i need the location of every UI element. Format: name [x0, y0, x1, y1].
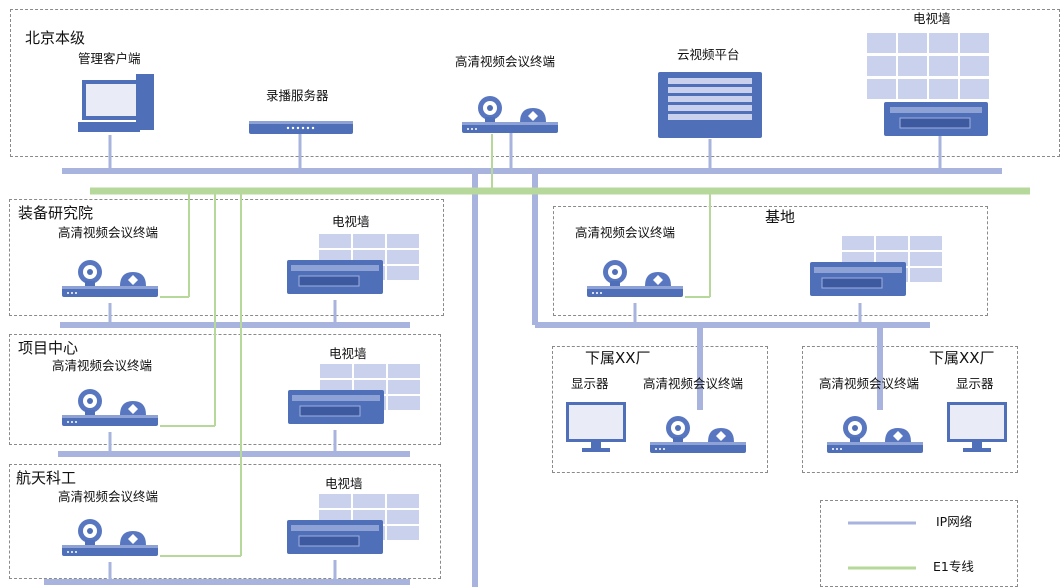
- equip-codec-icon: [62, 260, 158, 297]
- site-project-center: [9, 334, 441, 445]
- factory1-codec-icon: [650, 416, 746, 453]
- base-title: 基地: [765, 208, 796, 226]
- aero-tv-wall-icon: [286, 493, 420, 555]
- site-aerospace: [9, 464, 441, 579]
- factory2-monitor-icon: [947, 402, 1007, 452]
- base-tv-wall-icon: [809, 235, 943, 297]
- beijing-title: 北京本级: [25, 29, 86, 47]
- site-factory-2: [802, 346, 1018, 473]
- legend-ip-label: IP网络: [936, 514, 973, 529]
- site-factory-1: [552, 346, 768, 473]
- aero-codec-label: 高清视频会议终端: [58, 489, 159, 504]
- beijing-tv-wall-icon: [867, 33, 989, 136]
- aero-codec-icon: [62, 519, 158, 556]
- base-codec-icon: [587, 260, 683, 297]
- pc-icon: [78, 74, 154, 132]
- factory1-monitor-label: 显示器: [571, 376, 609, 391]
- factory1-codec-label: 高清视频会议终端: [643, 376, 744, 391]
- equip-title: 装备研究院: [18, 204, 94, 222]
- pc-label: 管理客户端: [78, 51, 141, 66]
- beijing-wall-label: 电视墙: [913, 11, 951, 26]
- recorder-label: 录播服务器: [266, 88, 329, 103]
- legend-e1-label: E1专线: [933, 559, 974, 574]
- factory2-title: 下属XX厂: [929, 349, 995, 367]
- factory2-monitor-label: 显示器: [956, 376, 994, 391]
- project-wall-label: 电视墙: [329, 346, 367, 361]
- base-codec-label: 高清视频会议终端: [575, 225, 676, 240]
- site-base: [553, 206, 988, 316]
- project-codec-icon: [62, 389, 158, 426]
- beijing-codec-label: 高清视频会议终端: [455, 54, 556, 69]
- equip-codec-label: 高清视频会议终端: [58, 225, 159, 240]
- factory2-codec-label: 高清视频会议终端: [819, 376, 920, 391]
- factory2-codec-icon: [827, 416, 923, 453]
- aero-title: 航天科工: [16, 469, 77, 487]
- factory1-monitor-icon: [566, 402, 626, 452]
- equip-tv-wall-icon: [286, 233, 420, 295]
- factory1-title: 下属XX厂: [585, 349, 651, 367]
- aero-wall-label: 电视墙: [325, 476, 363, 491]
- recorder-server-icon: [249, 121, 353, 134]
- equip-wall-label: 电视墙: [332, 214, 370, 229]
- project-codec-label: 高清视频会议终端: [52, 358, 153, 373]
- cloud-label: 云视频平台: [677, 47, 740, 62]
- site-equip-institute: [9, 199, 444, 316]
- beijing-codec-icon: [462, 96, 558, 133]
- project-tv-wall-icon: [287, 363, 421, 425]
- project-title: 项目中心: [18, 339, 79, 357]
- cloud-platform-icon: [658, 72, 762, 138]
